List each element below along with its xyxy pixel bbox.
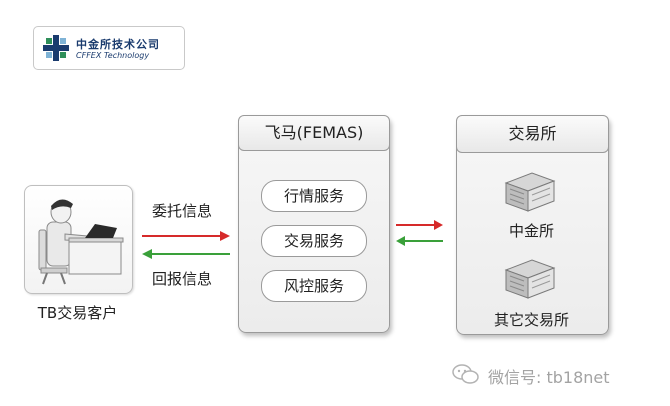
cffex-logo-icon (43, 35, 69, 61)
response-arrowhead (142, 249, 152, 259)
client-card (24, 185, 133, 294)
flow-arrows-client-femas (142, 231, 230, 259)
report-flow-label: 回报信息 (152, 270, 213, 288)
server-building-icon (504, 172, 556, 212)
flow-arrows-femas-exchange (396, 220, 443, 246)
exchange-title: 交易所 (456, 115, 609, 153)
exchange-other-label: 其它交易所 (493, 311, 569, 329)
trader-at-desk-icon (38, 199, 124, 285)
request-arrowhead (434, 220, 443, 230)
response-arrowhead (396, 236, 405, 246)
wechat-id-watermark: 微信号: tb18net (488, 368, 610, 387)
service-risk-control: 风控服务 (261, 270, 367, 302)
order-flow-label: 委托信息 (152, 202, 213, 220)
server-building-icon (504, 259, 556, 299)
service-market-data: 行情服务 (261, 180, 367, 212)
wechat-icon (452, 364, 479, 384)
logo-company-name-en: CFFEX Technology (76, 51, 150, 60)
femas-title: 飞马(FEMAS) (238, 115, 390, 151)
client-label: TB交易客户 (37, 304, 118, 322)
request-arrowhead (220, 231, 230, 241)
service-trading: 交易服务 (261, 225, 367, 257)
logo-company-name-cn: 中金所技术公司 (76, 38, 160, 51)
company-logo: 中金所技术公司 CFFEX Technology (33, 26, 185, 70)
exchange-cffex-label: 中金所 (508, 222, 554, 240)
